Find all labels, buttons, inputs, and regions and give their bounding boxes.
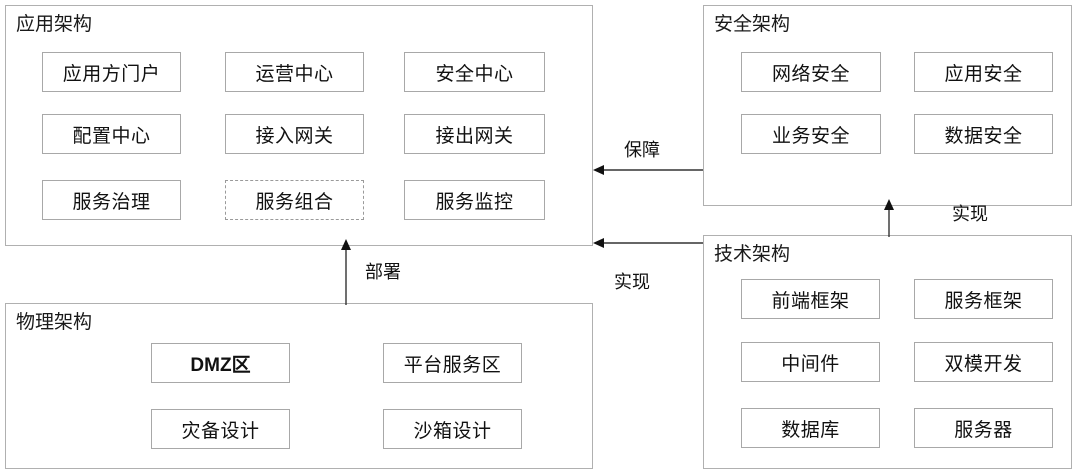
node-data-security[interactable]: 数据安全 xyxy=(914,114,1053,154)
connector-tech-to-security xyxy=(874,198,904,238)
node-disaster-recovery-design[interactable]: 灾备设计 xyxy=(151,409,290,449)
connector-tech-to-app xyxy=(592,228,704,258)
connector-label-tech-to-security: 实现 xyxy=(952,204,988,224)
node-security-center[interactable]: 安全中心 xyxy=(404,52,545,92)
node-sandbox-design[interactable]: 沙箱设计 xyxy=(383,409,522,449)
group-application-architecture: 应用架构 应用方门户 运营中心 安全中心 配置中心 接入网关 接出网关 服务治理… xyxy=(5,5,593,246)
node-config-center[interactable]: 配置中心 xyxy=(42,114,181,154)
node-server[interactable]: 服务器 xyxy=(914,408,1053,448)
group-title-physical: 物理架构 xyxy=(16,312,93,333)
node-frontend-framework[interactable]: 前端框架 xyxy=(741,279,880,319)
connector-label-security-to-app: 保障 xyxy=(624,140,660,160)
group-technical-architecture: 技术架构 前端框架 服务框架 中间件 双模开发 数据库 服务器 xyxy=(703,235,1072,469)
node-service-governance[interactable]: 服务治理 xyxy=(42,180,181,220)
node-app-portal[interactable]: 应用方门户 xyxy=(42,52,181,92)
connector-label-tech-to-app: 实现 xyxy=(614,272,650,292)
node-dmz-zone[interactable]: DMZ区 xyxy=(151,343,290,383)
group-title-technical: 技术架构 xyxy=(714,244,791,265)
group-physical-architecture: 物理架构 DMZ区 平台服务区 灾备设计 沙箱设计 xyxy=(5,303,593,469)
group-security-architecture: 安全架构 网络安全 应用安全 业务安全 数据安全 xyxy=(703,5,1072,206)
node-ingress-gateway[interactable]: 接入网关 xyxy=(225,114,364,154)
connector-label-physical-to-app: 部署 xyxy=(365,262,401,282)
node-service-composition[interactable]: 服务组合 xyxy=(225,180,364,220)
node-service-framework[interactable]: 服务框架 xyxy=(914,279,1053,319)
node-egress-gateway[interactable]: 接出网关 xyxy=(404,114,545,154)
node-database[interactable]: 数据库 xyxy=(741,408,880,448)
node-business-security[interactable]: 业务安全 xyxy=(741,114,881,154)
node-network-security[interactable]: 网络安全 xyxy=(741,52,881,92)
node-bimodal-development[interactable]: 双模开发 xyxy=(914,342,1053,382)
connector-security-to-app xyxy=(592,155,704,185)
connector-physical-to-app xyxy=(331,238,361,306)
node-platform-service-zone[interactable]: 平台服务区 xyxy=(383,343,522,383)
node-application-security[interactable]: 应用安全 xyxy=(914,52,1053,92)
node-service-monitoring[interactable]: 服务监控 xyxy=(404,180,545,220)
group-title-security: 安全架构 xyxy=(714,14,791,35)
group-title-application: 应用架构 xyxy=(16,14,93,35)
node-middleware[interactable]: 中间件 xyxy=(741,342,880,382)
node-operation-center[interactable]: 运营中心 xyxy=(225,52,364,92)
